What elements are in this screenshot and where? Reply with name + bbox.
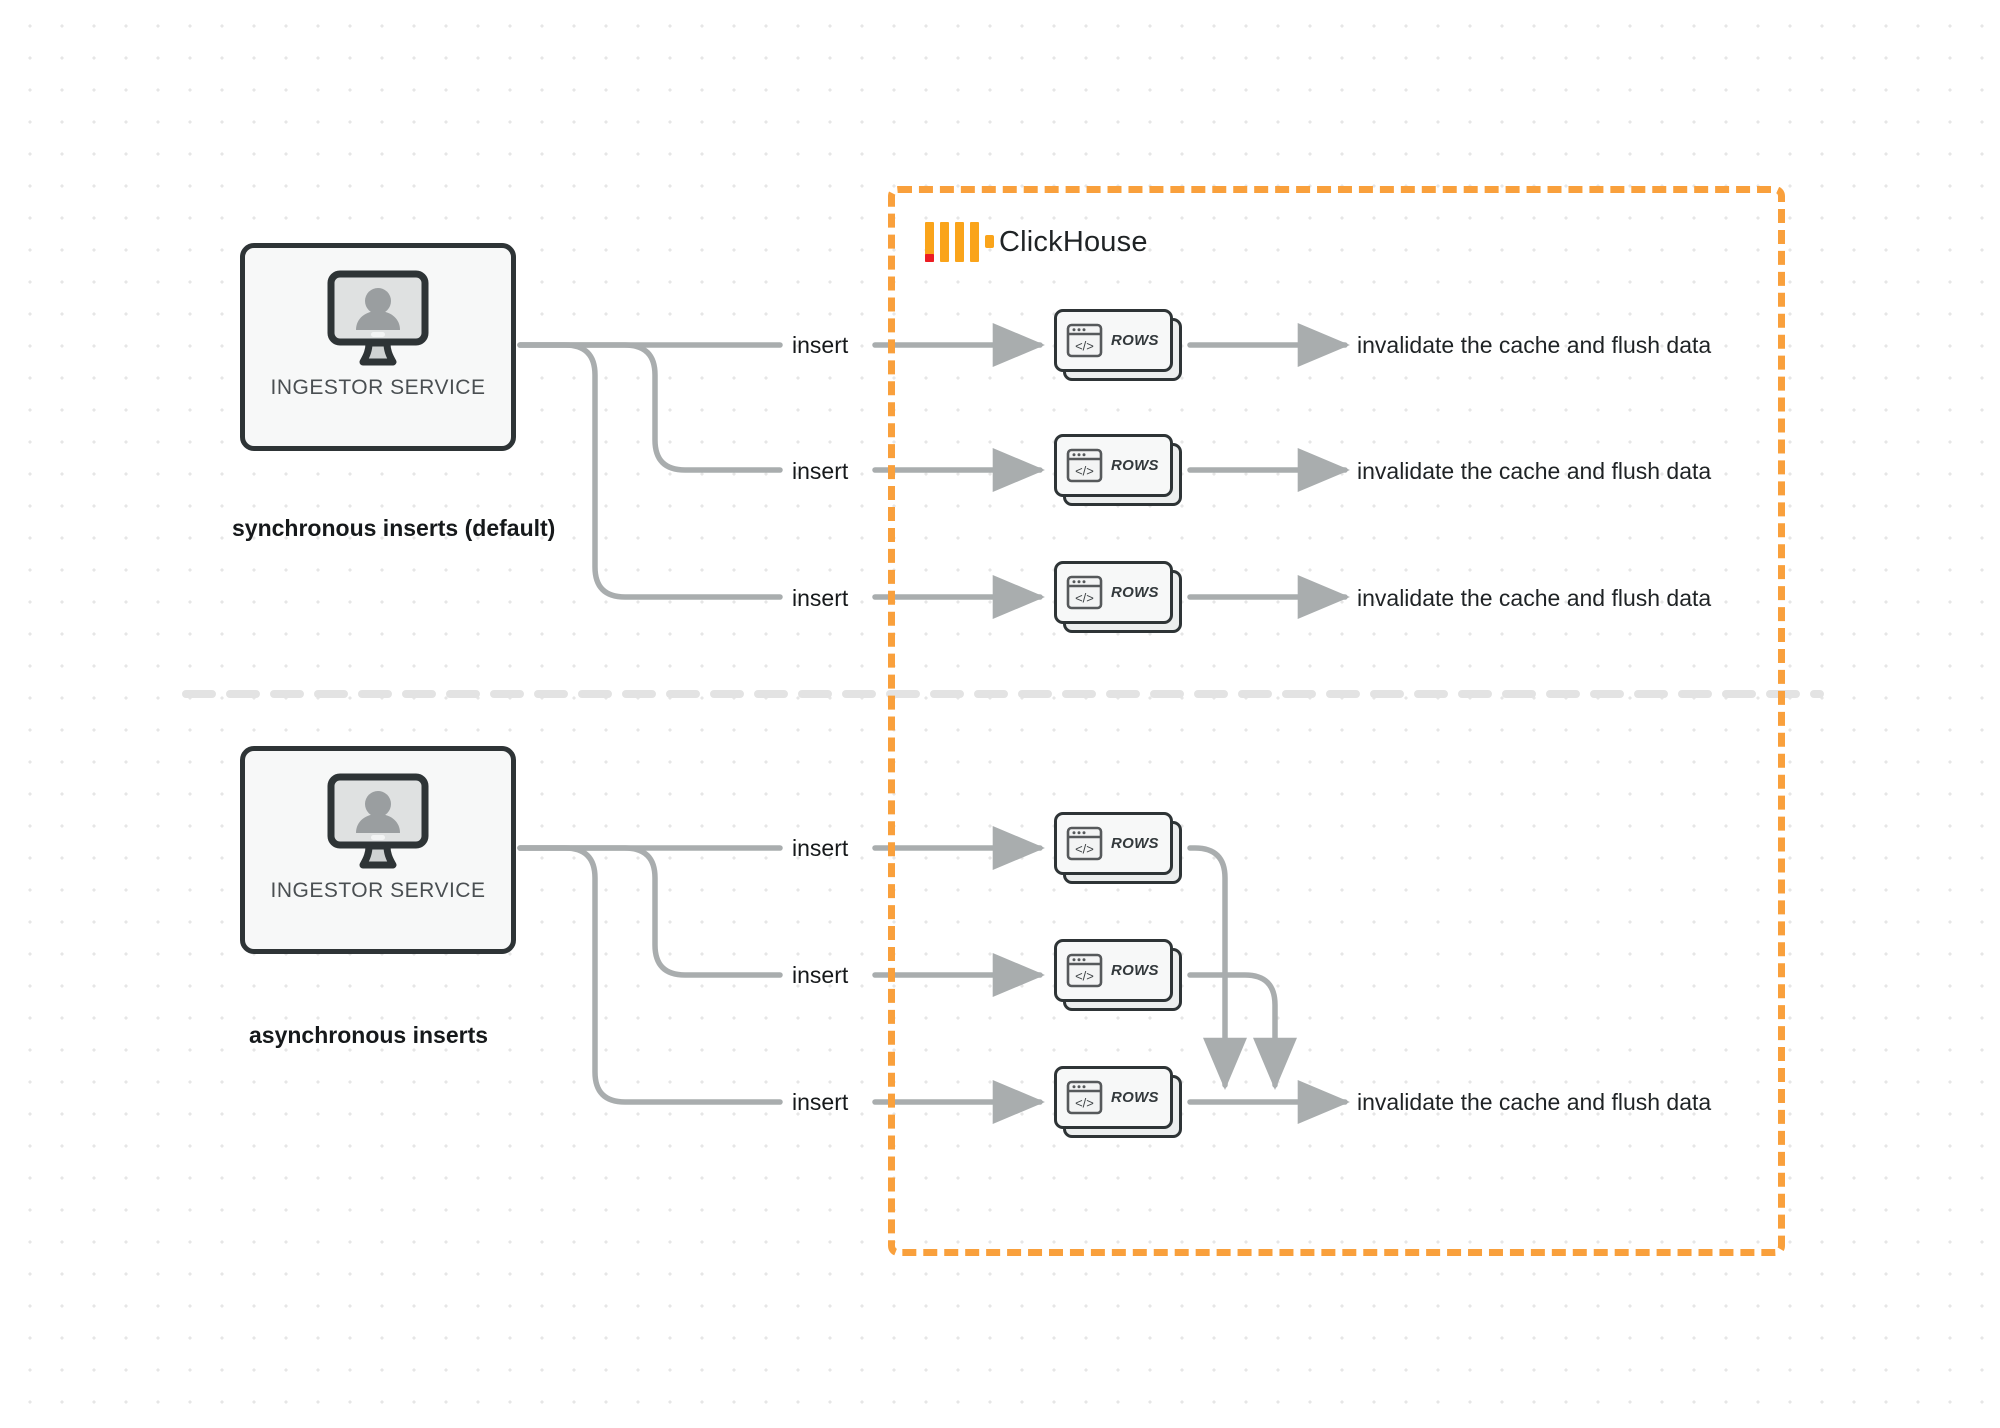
flush-label-sync-2: invalidate the cache and flush data — [1357, 458, 1712, 484]
code-window-icon: </> — [1066, 575, 1103, 610]
rows-node-label: ROWS — [1111, 962, 1159, 979]
monitor-user-icon — [327, 270, 429, 366]
ingestor-service-label-sync: INGESTOR SERVICE — [270, 376, 486, 399]
rows-node-sync-2[interactable]: </> ROWS — [1054, 434, 1182, 506]
flush-label-sync-3: invalidate the cache and flush data — [1357, 585, 1712, 611]
clickhouse-title: ClickHouse — [999, 225, 1148, 258]
rows-node-stack-front: </> ROWS — [1054, 1066, 1173, 1129]
rows-node-label: ROWS — [1111, 457, 1159, 474]
rows-node-async-1[interactable]: </> ROWS — [1054, 812, 1182, 884]
insert-label-async-2: insert — [792, 962, 849, 988]
clickhouse-boundary — [888, 186, 1785, 1256]
insert-label-sync-3: insert — [792, 585, 849, 611]
ingestor-service-async[interactable]: INGESTOR SERVICE — [240, 746, 516, 954]
insert-label-async-3: insert — [792, 1089, 849, 1115]
rows-node-label: ROWS — [1111, 584, 1159, 601]
edge-sync-branch-2 — [517, 342, 783, 473]
ingestor-service-label-async: INGESTOR SERVICE — [270, 879, 486, 902]
rows-node-stack-front: </> ROWS — [1054, 939, 1173, 1002]
clickhouse-logo-icon — [925, 222, 994, 262]
rows-node-stack-front: </> ROWS — [1054, 434, 1173, 497]
rows-node-sync-3[interactable]: </> ROWS — [1054, 561, 1182, 633]
svg-text:</>: </> — [1075, 464, 1094, 479]
code-window-icon: </> — [1066, 826, 1103, 861]
svg-text:</>: </> — [1075, 339, 1094, 354]
rows-node-stack-front: </> ROWS — [1054, 812, 1173, 875]
edge-async-branch-2 — [517, 845, 783, 978]
svg-text:</>: </> — [1075, 969, 1094, 984]
insert-label-async-1: insert — [792, 835, 849, 861]
rows-node-stack-front: </> ROWS — [1054, 309, 1173, 372]
section-caption-synchronous: synchronous inserts (default) — [232, 515, 556, 541]
code-window-icon: </> — [1066, 323, 1103, 358]
edge-sync-branch-3 — [517, 342, 783, 600]
insert-label-sync-2: insert — [792, 458, 849, 484]
rows-node-async-2[interactable]: </> ROWS — [1054, 939, 1182, 1011]
section-caption-asynchronous: asynchronous inserts — [249, 1022, 489, 1048]
edge-async-branch-3 — [517, 845, 783, 1105]
code-window-icon: </> — [1066, 953, 1103, 988]
svg-text:</>: </> — [1075, 591, 1094, 606]
clickhouse-header: ClickHouse — [925, 222, 1148, 262]
ingestor-service-sync[interactable]: INGESTOR SERVICE — [240, 243, 516, 451]
rows-node-sync-1[interactable]: </> ROWS — [1054, 309, 1182, 381]
flush-label-async: invalidate the cache and flush data — [1357, 1089, 1712, 1115]
svg-text:</>: </> — [1075, 842, 1094, 857]
rows-node-async-3[interactable]: </> ROWS — [1054, 1066, 1182, 1138]
flush-label-sync-1: invalidate the cache and flush data — [1357, 332, 1712, 358]
rows-node-label: ROWS — [1111, 332, 1159, 349]
rows-node-label: ROWS — [1111, 835, 1159, 852]
monitor-user-icon — [327, 773, 429, 869]
rows-node-label: ROWS — [1111, 1089, 1159, 1106]
code-window-icon: </> — [1066, 1080, 1103, 1115]
svg-text:</>: </> — [1075, 1096, 1094, 1111]
insert-label-sync-1: insert — [792, 332, 849, 358]
rows-node-stack-front: </> ROWS — [1054, 561, 1173, 624]
code-window-icon: </> — [1066, 448, 1103, 483]
